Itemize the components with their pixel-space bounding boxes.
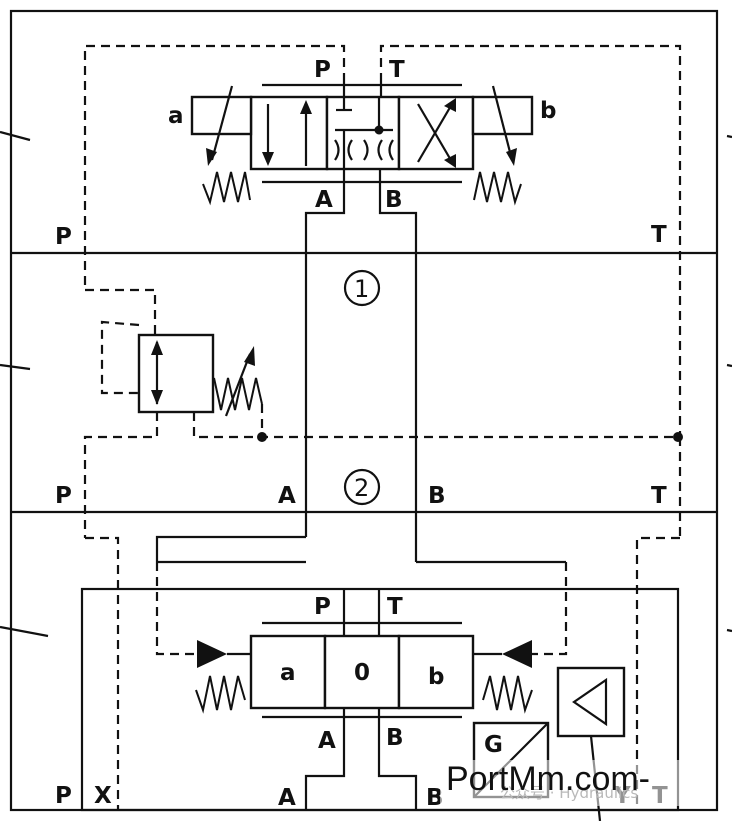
section-number-1: 1 (354, 275, 369, 303)
main-port-a-label: A (318, 728, 336, 754)
mid-a-label: A (278, 483, 296, 509)
pilot-b-dash (532, 562, 568, 656)
pilot-triangle-b-icon (502, 640, 532, 668)
pilot-line-a (304, 169, 346, 253)
arrow-head (444, 98, 456, 112)
pilot-box-left (249, 95, 329, 171)
channel-a-line (155, 535, 306, 562)
pilot-port-a-label: A (315, 187, 333, 213)
pilot-line-t (379, 44, 682, 436)
arrow-head (300, 100, 312, 114)
main-port-t-label: T (387, 594, 403, 620)
section-marker-2 (343, 468, 381, 506)
main-pos-b-label: b (428, 664, 444, 690)
reducer-outlet-dash (83, 412, 159, 538)
main-spring-a-icon (195, 675, 246, 714)
arrow-head (151, 390, 163, 405)
arrow-head (506, 148, 517, 166)
main-pos-a-box (249, 634, 327, 710)
main-line-b (377, 708, 418, 810)
reducer-pilot-dash (85, 288, 157, 335)
throttle-symbol (334, 139, 394, 161)
reducer-feedback-dash (100, 320, 140, 395)
leader-line (726, 628, 732, 633)
adjustable-spring-icon (213, 377, 263, 411)
top-left-p-label: P (55, 224, 72, 250)
bottom-b-label: B (426, 785, 444, 811)
arrow-head (262, 152, 274, 166)
solenoid-a-diag (210, 85, 234, 161)
arrow-head (151, 340, 163, 355)
arrow-head (206, 148, 217, 166)
watermark-text: PortMm.com- (446, 760, 650, 798)
pilot-triangle-a-icon (197, 640, 227, 668)
sensor-g-label: G (484, 732, 503, 758)
solenoid-b-label: b (540, 98, 556, 124)
leader-line (726, 363, 732, 368)
main-port-b-label: B (386, 725, 404, 751)
pilot-port-p-label: P (314, 57, 331, 83)
solenoid-a-label: a (168, 103, 184, 129)
main-line-a (304, 708, 346, 810)
main-pos-0-box (323, 634, 401, 710)
mid-b-label: B (428, 483, 446, 509)
mid-left-p-label: P (55, 483, 72, 509)
section-marker-1 (343, 269, 381, 307)
pressure-reducer-box (137, 333, 215, 414)
pilot-port-b-label: B (385, 187, 403, 213)
bottom-a-label: A (278, 785, 296, 811)
arrow-head (244, 346, 255, 366)
spring-b-icon (473, 171, 522, 206)
pilot-line-p (83, 44, 346, 290)
main-pos-b-box (397, 634, 475, 710)
arrow-head (444, 154, 456, 168)
drain-dash-line (192, 412, 680, 439)
amplifier-box (556, 666, 626, 738)
amplifier-triangle-icon (572, 677, 608, 727)
pilot-a-dash (155, 562, 197, 656)
leader-line (726, 134, 732, 139)
mid-right-t-label: T (651, 483, 667, 509)
main-pos-0-label: 0 (354, 660, 370, 686)
spring-a-icon (202, 171, 251, 206)
main-pos-a-label: a (280, 660, 296, 686)
main-port-p-label: P (314, 594, 331, 620)
pilot-x-dash (85, 536, 120, 810)
leader-line (0, 363, 31, 371)
cross-arrow (417, 103, 453, 163)
bottom-x-label: X (94, 783, 112, 809)
junction-dot (673, 432, 683, 442)
main-spring-b-icon (482, 675, 533, 714)
bottom-p-label: P (55, 783, 72, 809)
solenoid-b-icon (471, 95, 534, 136)
pilot-line-b (378, 169, 418, 253)
junction-dot (257, 432, 267, 442)
leader-line (0, 130, 31, 142)
watermark-faint: 公众号 · Hydraulics (500, 784, 638, 802)
leader-line (0, 625, 49, 638)
solenoid-b-diag (491, 85, 514, 161)
adjust-arrow (224, 353, 252, 417)
section-number-2: 2 (354, 474, 369, 502)
pilot-box-center (325, 95, 401, 171)
pilot-port-t-label: T (389, 57, 405, 83)
watermark-bg (440, 760, 710, 806)
top-right-t-label: T (651, 222, 667, 248)
